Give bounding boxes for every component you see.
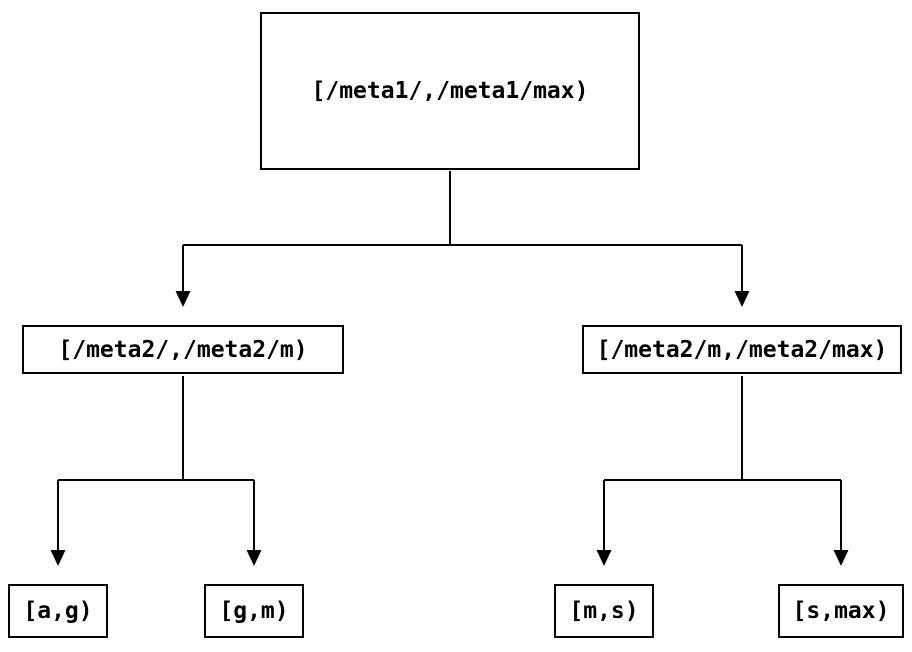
node-leaf-ms-label: [m,s): [569, 598, 639, 624]
node-level2-right-label: [/meta2/m,/meta2/max): [596, 336, 888, 363]
node-leaf-smax-label: [s,max): [792, 598, 890, 624]
arrowhead-down-icon: [734, 291, 750, 307]
node-leaf-ag-label: [a,g): [23, 598, 93, 624]
node-leaf-ag: [a,g): [8, 584, 108, 638]
node-leaf-gm-label: [g,m): [219, 598, 289, 624]
node-level2-left-label: [/meta2/,/meta2/m): [58, 336, 308, 363]
node-leaf-gm: [g,m): [204, 584, 304, 638]
arrowhead-down-icon: [833, 550, 849, 566]
node-level2-right: [/meta2/m,/meta2/max): [582, 325, 902, 374]
node-root-label: [/meta1/,/meta1/max): [311, 78, 589, 104]
node-level2-left: [/meta2/,/meta2/m): [22, 325, 344, 374]
arrowhead-down-icon: [175, 291, 191, 307]
node-root: [/meta1/,/meta1/max): [260, 12, 640, 170]
node-leaf-smax: [s,max): [778, 584, 904, 638]
arrowhead-down-icon: [246, 550, 262, 566]
arrowhead-down-icon: [596, 550, 612, 566]
arrowhead-down-icon: [50, 550, 66, 566]
node-leaf-ms: [m,s): [554, 584, 654, 638]
